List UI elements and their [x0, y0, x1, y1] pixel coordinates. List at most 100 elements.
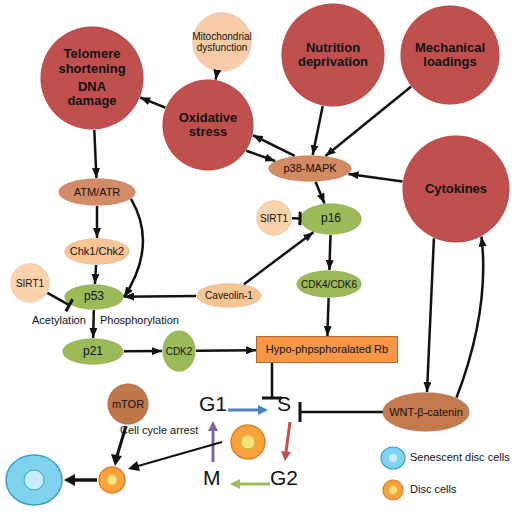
arrow-connector — [327, 298, 328, 336]
pathway-ellipse: CDK2 — [162, 330, 196, 372]
cycle-arrow — [240, 483, 270, 486]
node-label: Nutrition deprivation — [293, 41, 373, 70]
cycle-arrowhead — [208, 421, 218, 431]
arrow-connector — [253, 135, 295, 156]
arrow-connector — [92, 310, 95, 338]
pathway-ellipse: mTOR — [107, 383, 149, 425]
pathway-ellipse: Chk1/Chk2 — [64, 238, 130, 265]
pathway-ellipse: p38-MAPK — [268, 155, 352, 182]
node-texts: ATM/ATR — [58, 178, 136, 206]
ellipse-outline — [40, 26, 144, 130]
ellipse-fill — [197, 284, 262, 308]
arrowhead — [111, 454, 122, 466]
ellipse-fill — [193, 13, 252, 72]
arrow-connector — [124, 350, 162, 353]
arrow-connector — [246, 151, 275, 161]
node-texts: p53 — [64, 284, 124, 310]
text-label: Acetylation — [32, 314, 86, 326]
pathway-ellipse: p21 — [62, 338, 124, 365]
cycle-arrowhead — [258, 405, 268, 415]
arrow-connector — [244, 232, 314, 284]
node-label: Hypo-phpsphoralated Rb — [266, 343, 388, 355]
disc-cell — [99, 467, 125, 493]
node-label: ATM/ATR — [74, 186, 121, 198]
ellipse-fill — [163, 80, 254, 171]
node-label: p38-MAPK — [283, 162, 336, 174]
node-label: Chk1/Chk2 — [70, 245, 124, 257]
ellipse-fill — [401, 6, 500, 105]
legend-icon — [381, 447, 405, 469]
cycle-arrow — [286, 422, 290, 452]
text-label: G1 — [199, 392, 227, 415]
arrow-connector — [329, 235, 330, 270]
cycle-arrow — [228, 409, 258, 412]
arrow-connector — [349, 174, 403, 182]
node-texts: Oxidative stress — [162, 79, 254, 171]
inhibition-connector — [292, 217, 300, 220]
arrow-connector — [427, 238, 434, 392]
senescence-arrow — [74, 478, 97, 482]
cycle-arrow — [212, 430, 215, 462]
node-label: p53 — [84, 290, 104, 303]
arrow-connector — [326, 87, 412, 157]
arrow-connector — [140, 98, 165, 108]
ellipse-fill — [11, 264, 50, 303]
legend-icon-nucleus — [389, 454, 397, 462]
ellipse-fill — [383, 393, 470, 432]
node-texts: p16 — [300, 203, 362, 235]
ellipse-fill — [65, 285, 124, 310]
pathway-ellipse: Mitochondrial dysfunction — [192, 12, 252, 72]
node-texts: Caveolin-1 — [196, 283, 262, 308]
node-label: p21 — [83, 345, 103, 358]
node-texts: Cytokines — [402, 135, 510, 243]
cycle-arrowhead — [230, 479, 240, 489]
pathway-ellipse: Oxidative stress — [162, 79, 254, 171]
node-label: CDK2 — [166, 346, 193, 357]
cell-nucleus — [107, 475, 117, 485]
node-texts: Mechanical loadings — [400, 5, 500, 105]
node-label: Caveolin-1 — [205, 290, 253, 301]
node-texts: CDK4/CDK6 — [296, 270, 362, 298]
pathway-ellipse: ATM/ATR — [58, 178, 136, 206]
node-label: p16 — [321, 212, 341, 225]
pathway-ellipse: SIRT1 — [10, 263, 50, 303]
node-label: SIRT1 — [260, 213, 288, 224]
legend-icon — [383, 480, 403, 500]
node-texts: Chk1/Chk2 — [64, 238, 130, 265]
node-label: Mechanical loadings — [412, 41, 488, 70]
node-label: Telomere shortening — [52, 47, 132, 76]
arrowhead — [128, 461, 140, 471]
ellipse-fill — [257, 201, 292, 236]
node-texts: Nutrition deprivation — [281, 3, 385, 107]
pathway-ellipse: p16 — [300, 203, 362, 235]
arrow-connector — [96, 206, 99, 238]
ellipse-fill — [65, 239, 130, 265]
ellipse-fill — [163, 331, 196, 372]
node-label: SIRT1 — [16, 278, 44, 289]
disc-cell — [231, 425, 265, 459]
text-label: S — [277, 392, 291, 415]
node-texts: p38-MAPK — [268, 155, 352, 182]
cycle-arrowhead — [281, 451, 291, 461]
node-label: Mitochondrial dysfunction — [192, 31, 251, 53]
pathway-ellipse: Nutrition deprivation — [281, 3, 385, 107]
node-label: WNT-β-catenin — [389, 406, 463, 418]
inhibition-bar — [299, 402, 302, 422]
ellipse-fill — [403, 136, 510, 243]
legend-text: Disc cells — [410, 483, 456, 495]
pathway-ellipse: Caveolin-1 — [196, 283, 262, 308]
text-label: Cell cycle arrest — [120, 424, 198, 436]
inhibition-line — [271, 363, 274, 398]
node-label: mTOR — [112, 398, 144, 410]
arrow-connector — [95, 265, 96, 284]
arrow-connector — [457, 237, 484, 398]
legend-icon-nucleus — [389, 486, 397, 494]
ellipse-fill — [41, 27, 144, 130]
arrow-connector — [196, 349, 256, 352]
node-texts: SIRT1 — [256, 200, 292, 236]
arrow-connector — [124, 295, 196, 298]
node-texts: p21 — [62, 338, 124, 365]
cell-nucleus — [24, 470, 44, 490]
